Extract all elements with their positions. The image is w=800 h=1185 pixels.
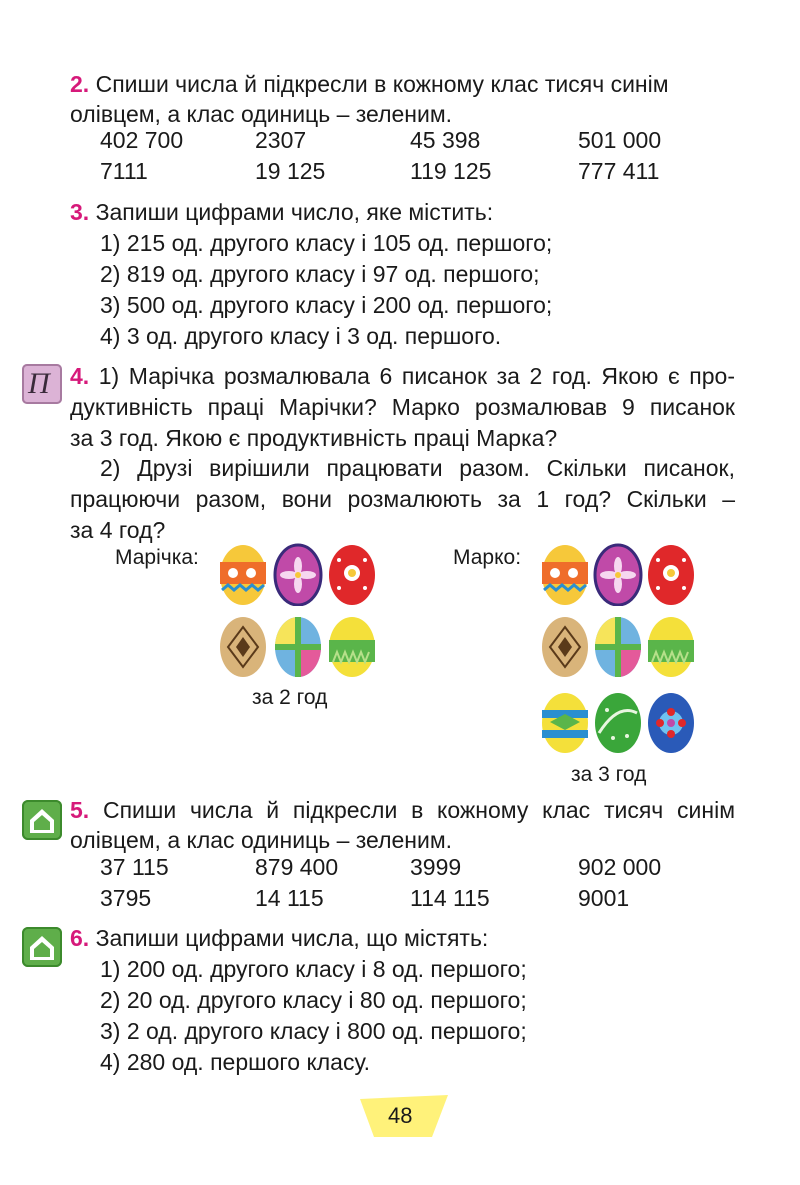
task-2-number-cell: 7111: [100, 158, 148, 184]
task-3-item: 1) 215 од. другого класу і 105 од. першо…: [100, 230, 553, 256]
maria-label: Марічка:: [115, 546, 199, 569]
marko-label: Марко:: [453, 546, 522, 569]
task-6-item: 3) 2 од. другого класу і 800 од. першого…: [100, 1018, 527, 1044]
easter-egg-icon: [595, 693, 641, 753]
marko-caption: за 3 год: [571, 763, 647, 786]
task-2-line-1: 2. Спиши числа й підкресли в кожному кла…: [70, 69, 735, 100]
task-5-number-cell: 9001: [578, 885, 630, 911]
homework-badge-icon: [22, 927, 62, 967]
task-2-number-cell: 19 125: [255, 158, 326, 184]
easter-egg-icon: [542, 545, 588, 605]
easter-egg-icon: [648, 617, 694, 677]
task-5-number-cell: 114 115: [410, 885, 490, 911]
task-3-intro: 3. Запиши цифрами число, яке містить:: [70, 197, 493, 228]
task-4-p1-line-1: 4. 1) Марічка розмалювала 6 писанок за 2…: [70, 361, 735, 392]
practice-badge-letter: П: [28, 367, 50, 400]
easter-egg-icon: [329, 617, 375, 677]
task-5-number-cell: 902 000: [578, 854, 662, 880]
easter-egg-icon: [329, 545, 375, 605]
task-3-item: 4) 3 од. другого класу і 3 од. першого.: [100, 323, 502, 349]
task-2-line-2: олівцем, а клас одиниць – зеленим.: [70, 101, 453, 127]
easter-egg-icon: [220, 545, 266, 605]
task-5-number-cell: 3795: [100, 885, 152, 911]
task-6-number: 6.: [70, 925, 90, 951]
task-4-p1-line-2: дуктивність праці Марічки? Марко розмалю…: [70, 394, 735, 420]
task-2-text-1: Спиши числа й підкресли в кожному клас т…: [95, 71, 669, 97]
task-2-number-cell: 402 700: [100, 127, 184, 153]
task-2-number-cell: 777 411: [578, 158, 660, 184]
task-4-p2-line-3: за 4 год?: [70, 517, 166, 543]
easter-egg-icon: [542, 693, 588, 753]
easter-egg-icon: [542, 617, 588, 677]
easter-egg-icon: [593, 543, 643, 606]
task-5-number-cell: 14 115: [255, 885, 324, 911]
task-3-intro-text: Запиши цифрами число, яке містить:: [95, 199, 494, 225]
task-5-number-cell: 37 115: [100, 854, 169, 880]
task-6-item: 2) 20 од. другого класу і 80 од. першого…: [100, 987, 527, 1013]
easter-egg-icon: [595, 617, 641, 677]
practice-badge-icon: П: [22, 364, 62, 404]
task-3-item: 3) 500 од. другого класу і 200 од. першо…: [100, 292, 553, 318]
task-4-number: 4.: [70, 363, 90, 389]
task-6-item: 1) 200 од. другого класу і 8 од. першого…: [100, 956, 527, 982]
task-2-number-cell: 2307: [255, 127, 307, 153]
homework-badge-icon: [22, 800, 62, 840]
task-2-number-cell: 119 125: [410, 158, 492, 184]
task-2-number-cell: 501 000: [578, 127, 662, 153]
task-4-text: 1) Марічка розмалювала 6 писанок за 2 го…: [98, 363, 735, 389]
easter-egg-icon: [275, 617, 321, 677]
task-5-line-2: олівцем, а клас одиниць – зеленим.: [70, 827, 453, 853]
task-4-p2-line-1: 2) Друзі вирішили працювати разом. Скіль…: [100, 455, 735, 481]
easter-egg-icon: [648, 545, 694, 605]
task-2-number: 2.: [70, 71, 90, 97]
task-4-p1-line-3: за 3 год. Якою є продуктивність праці Ма…: [70, 425, 558, 451]
task-5-text-1: Спиши числа й підкресли в кожному клас т…: [102, 797, 736, 823]
page-number: 48: [388, 1103, 413, 1128]
task-5-number: 5.: [70, 797, 90, 823]
task-4-p2-line-2: працюючи разом, вони розмалюють за 1 год…: [70, 486, 735, 512]
task-6-intro-text: Запиши цифрами числа, що містять:: [95, 925, 489, 951]
task-6-item: 4) 280 од. першого класу.: [100, 1049, 371, 1075]
task-3-number: 3.: [70, 199, 90, 225]
task-3-item: 2) 819 од. другого класу і 97 од. першог…: [100, 261, 540, 287]
page-number-tab-icon: [360, 1095, 448, 1137]
easter-egg-icon: [273, 543, 323, 606]
easter-egg-icon: [220, 617, 266, 677]
task-6-intro: 6. Запиши цифрами числа, що містять:: [70, 923, 488, 954]
task-2-number-cell: 45 398: [410, 127, 481, 153]
task-5-number-cell: 879 400: [255, 854, 339, 880]
easter-egg-icon: [648, 693, 694, 753]
task-5-number-cell: 3999: [410, 854, 462, 880]
task-5-line-1: 5. Спиши числа й підкресли в кожному кла…: [70, 795, 735, 826]
maria-caption: за 2 год: [252, 686, 328, 709]
